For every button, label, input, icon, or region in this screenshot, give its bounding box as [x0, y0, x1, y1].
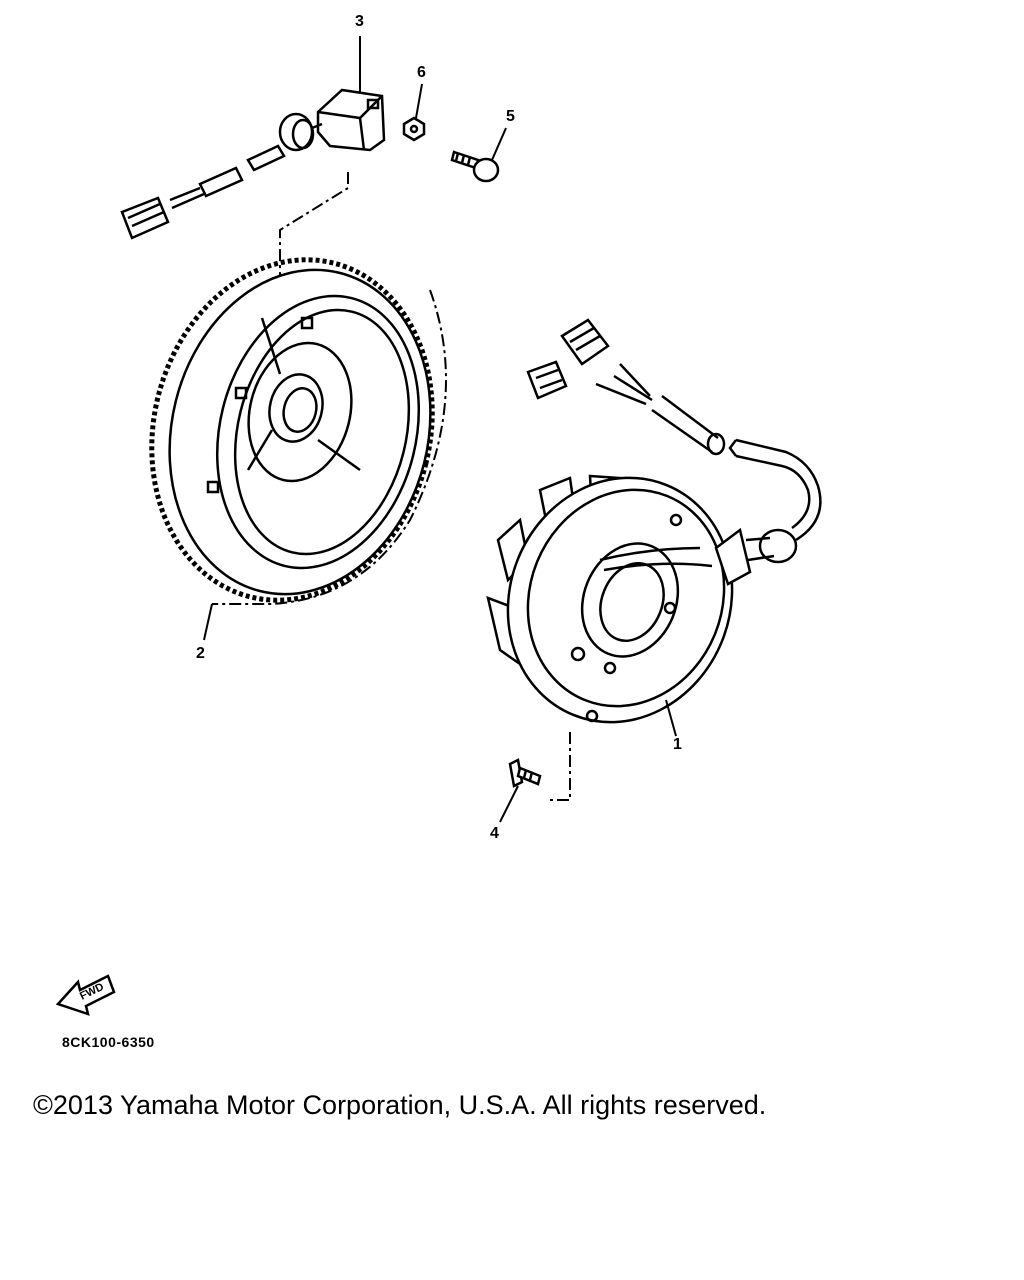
- screw-part-4: [499, 758, 542, 823]
- forward-direction-arrow-icon: FWD: [55, 974, 116, 1016]
- stator-part-1: [486, 474, 798, 737]
- callout-1: 1: [673, 736, 682, 753]
- pickup-coil-part-3: [120, 36, 386, 240]
- nut-part-6: [402, 83, 426, 142]
- stator-harness: [526, 318, 822, 542]
- copyright-notice: ©2013 Yamaha Motor Corporation, U.S.A. A…: [33, 1090, 767, 1120]
- callout-4: 4: [490, 825, 499, 842]
- flywheel-part-2: [149, 257, 435, 641]
- guide-line-part-4: [550, 732, 571, 801]
- callout-6: 6: [417, 64, 426, 81]
- callout-2: 2: [196, 645, 205, 662]
- flywheel-guide-outline: [212, 289, 447, 605]
- callout-5: 5: [506, 108, 515, 125]
- guide-line-part-3: [279, 172, 349, 280]
- bolt-part-5: [450, 127, 507, 183]
- callout-3: 3: [355, 13, 364, 30]
- diagram-part-code: 8CK100-6350: [62, 1034, 155, 1050]
